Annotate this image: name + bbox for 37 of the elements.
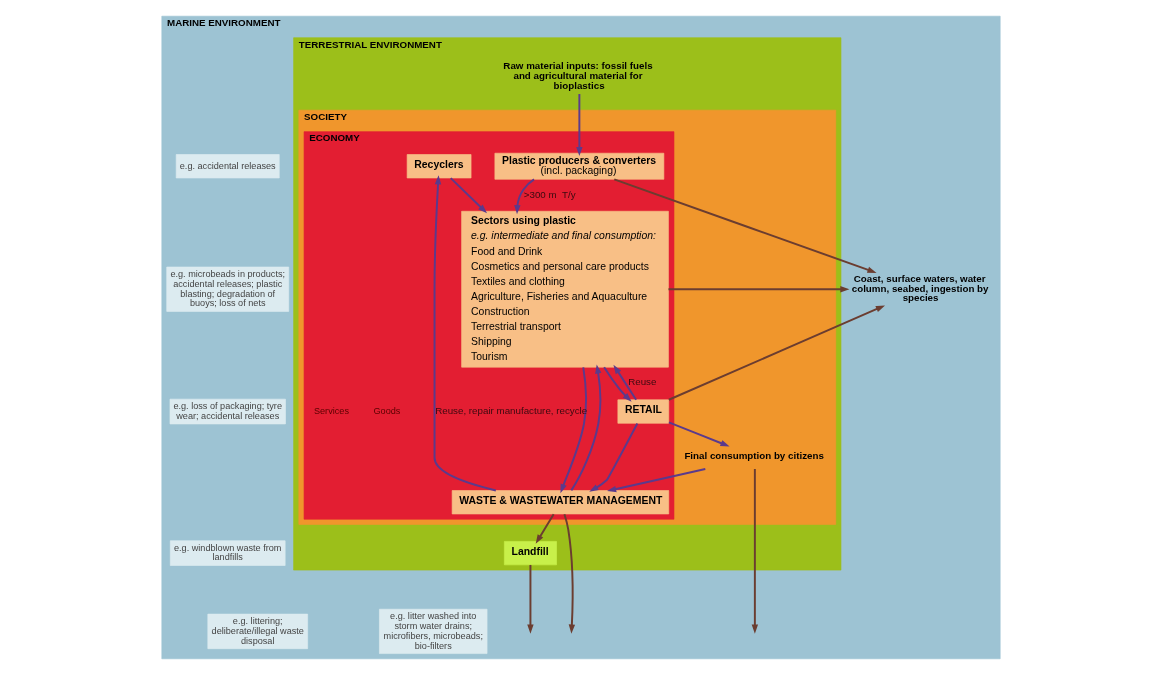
node-box: RETAIL	[617, 399, 670, 424]
arrow	[613, 178, 877, 273]
arrow	[607, 468, 707, 493]
node-box: Recyclers	[406, 154, 472, 179]
label: Goods	[373, 405, 401, 416]
edge-label: Reuse	[628, 376, 657, 388]
node-box: WASTE & WASTEWATER MANAGEMENT	[451, 490, 670, 515]
arrow	[527, 564, 534, 634]
arrow	[667, 286, 850, 293]
node-box: e.g. litter washed into storm water drains; microfibers, microbeads; bio-filters	[379, 608, 488, 654]
arrow	[667, 421, 730, 447]
arrow	[589, 422, 639, 492]
edge-label: >300 m T/y	[523, 188, 576, 200]
arrow	[560, 366, 588, 494]
node-text: Final consumption by citizens	[684, 449, 824, 461]
arrow	[433, 175, 497, 492]
node-text: Raw material inputs: fossil fuels and agricultural material for bioplastics	[503, 60, 653, 91]
arrow	[514, 178, 535, 215]
arrow	[751, 468, 759, 634]
node-box: e.g. loss of packaging; tyre wear; accidental releases	[169, 398, 286, 425]
node-box: Sectors using plastic e.g. intermediate and final consumption: Food and Drink Cosmetics and personal care products Textiles and clothing Agriculture, Fisheries and Aquaculture Construction Terrestrial transport Shipping Tourism	[461, 210, 669, 368]
arrow	[576, 93, 583, 157]
node-box: e.g. accidental releases	[175, 154, 280, 179]
node-box: Plastic producers & converters (incl. packaging)	[494, 152, 665, 180]
arrow	[613, 364, 638, 401]
arrow	[603, 366, 632, 402]
arrow	[535, 513, 555, 544]
label: Services	[313, 405, 349, 416]
node-box: e.g. microbeads in products; accidental releases; plastic blasting; degradation of buoys; loss of nets	[166, 266, 290, 312]
arrow	[570, 364, 602, 492]
node-box: Landfill	[504, 541, 557, 566]
arrow	[563, 513, 576, 634]
arrow	[449, 177, 488, 214]
node-box: e.g. windblown waste from landfills	[170, 540, 286, 566]
node-text: Coast, surface waters, water column, seabed, ingestion by species	[851, 272, 989, 304]
arrow	[667, 305, 886, 401]
node-box: e.g. littering; deliberate/illegal waste disposal	[207, 613, 308, 650]
